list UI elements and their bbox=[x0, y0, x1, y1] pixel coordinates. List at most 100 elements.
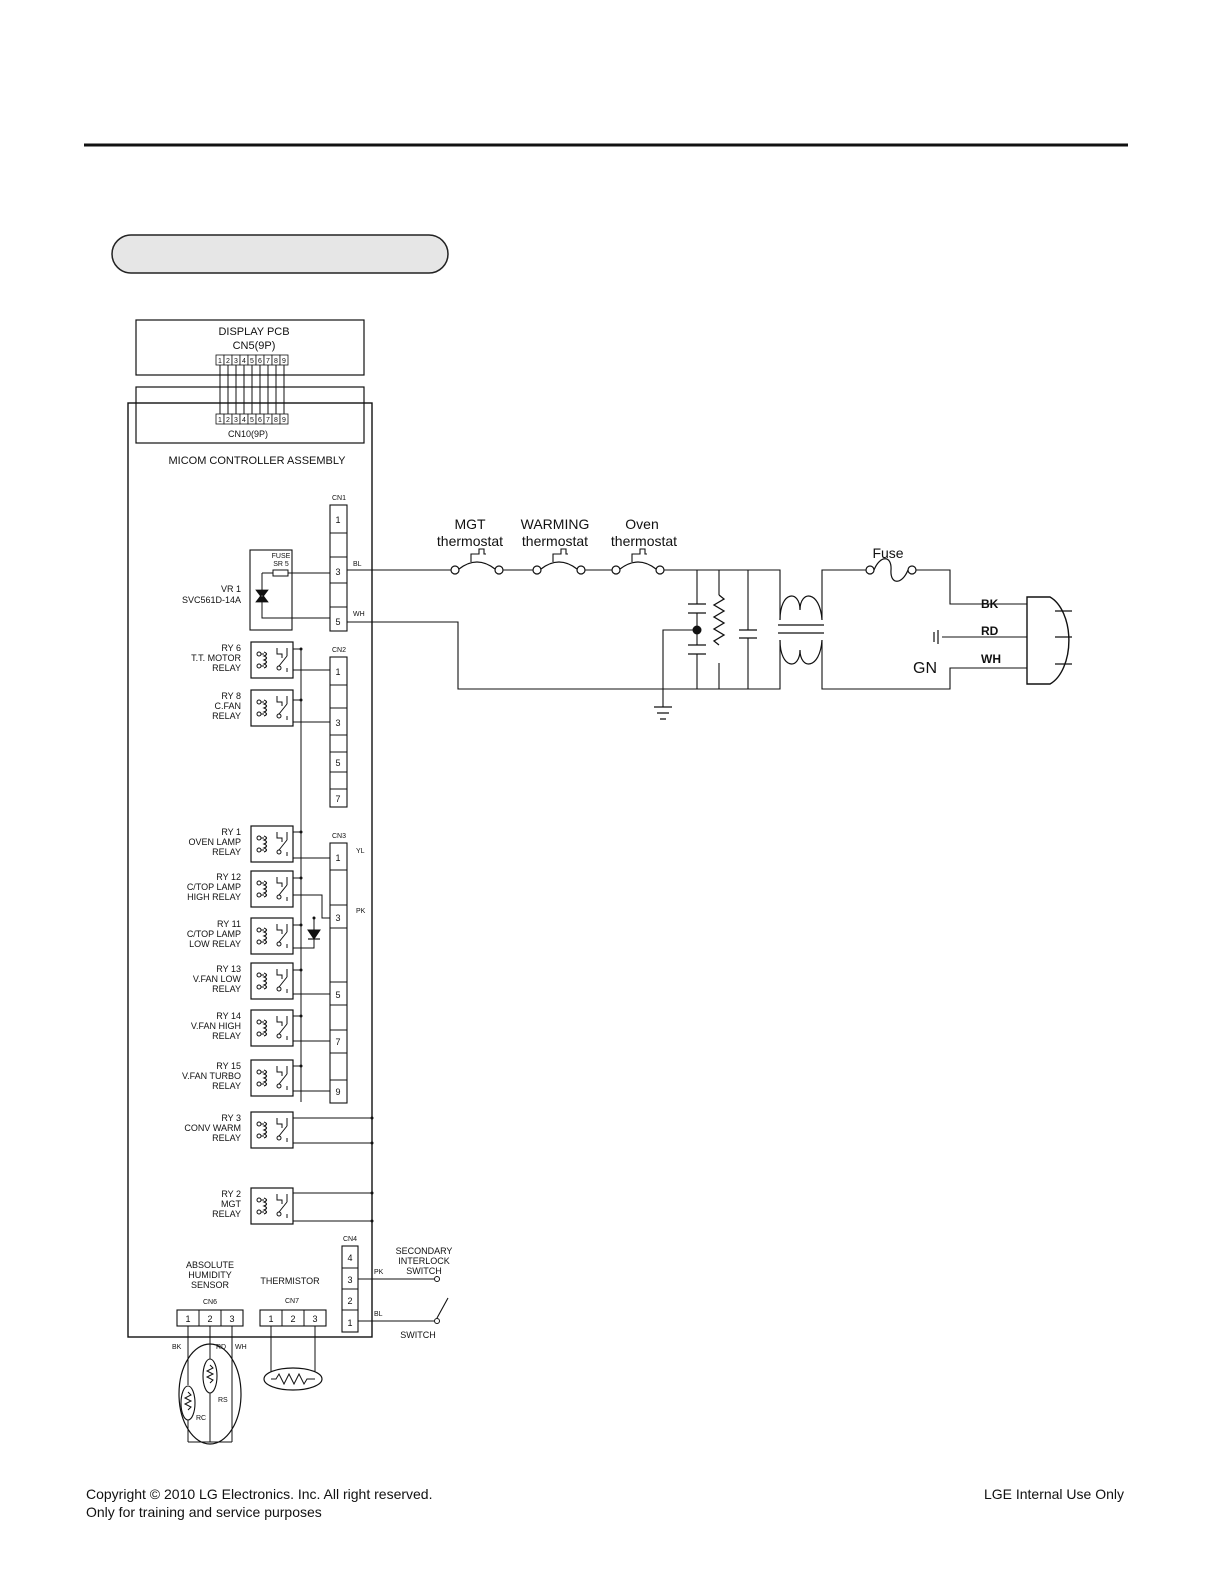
noise-filter bbox=[654, 594, 757, 720]
oven-thermostat-icon bbox=[611, 548, 665, 575]
relay-label: C/TOP LAMP bbox=[187, 929, 241, 939]
cn7-label: CN7 bbox=[285, 1298, 299, 1305]
cn6-pin: 2 bbox=[207, 1314, 212, 1324]
cn10-pin-number: 5 bbox=[250, 417, 254, 424]
cn2-label: CN2 bbox=[332, 647, 346, 654]
relay-label: RY 14 bbox=[216, 1011, 241, 1021]
cn4-pin: 4 bbox=[347, 1253, 352, 1263]
relay-label: RY 6 bbox=[221, 643, 241, 653]
plug-gn-label: GN bbox=[913, 660, 937, 677]
cn10-pin-number: 7 bbox=[266, 417, 270, 424]
diode-symbol bbox=[307, 929, 321, 940]
relay-icon bbox=[250, 962, 294, 1000]
cn3-pin: 3 bbox=[335, 913, 340, 923]
oven-thermostat-label2: thermostat bbox=[611, 533, 677, 549]
cn3-pin: 7 bbox=[335, 1037, 340, 1047]
mgt-thermostat-icon bbox=[450, 548, 504, 575]
wire-color-yl: YL bbox=[356, 848, 365, 855]
secondary-interlock-switch-contact bbox=[434, 1276, 440, 1282]
cn5-pin-number: 2 bbox=[226, 358, 230, 365]
relay-label: RY 1 bbox=[221, 827, 241, 837]
oven-thermostat-label1: Oven bbox=[625, 516, 658, 532]
cn4-pin: 3 bbox=[347, 1275, 352, 1285]
cn7-pin: 3 bbox=[312, 1314, 317, 1324]
relay-icon bbox=[250, 1059, 294, 1097]
cn5-pin-number: 3 bbox=[234, 358, 238, 365]
cn10-label: CN10(9P) bbox=[228, 429, 268, 439]
relay-label: V.FAN TURBO bbox=[182, 1071, 241, 1081]
section-pill bbox=[111, 234, 449, 274]
humidity-sensor-line2: HUMIDITY bbox=[188, 1270, 232, 1280]
wire-color-wh: WH bbox=[353, 611, 365, 618]
footer-copyright: Copyright © 2010 LG Electronics. Inc. Al… bbox=[86, 1486, 433, 1502]
switch-label: SWITCH bbox=[400, 1330, 436, 1340]
cn5-pin-number: 9 bbox=[282, 358, 286, 365]
sensor-wire-bk: BK bbox=[172, 1344, 182, 1351]
mgt-thermostat-label1: MGT bbox=[454, 516, 486, 532]
cn10-pin-number: 4 bbox=[242, 417, 246, 424]
fuse-block-line2: SR 5 bbox=[273, 561, 289, 568]
secondary-switch-line3: SWITCH bbox=[406, 1266, 442, 1276]
cn2-connector bbox=[329, 656, 348, 808]
cn10-pin-number: 6 bbox=[258, 417, 262, 424]
cn5-pin-number: 7 bbox=[266, 358, 270, 365]
relay-icon bbox=[250, 641, 294, 679]
cn4-label: CN4 bbox=[343, 1236, 357, 1243]
relay-icon bbox=[250, 917, 294, 955]
secondary-switch-line1: SECONDARY bbox=[396, 1246, 453, 1256]
relay-label: V.FAN HIGH bbox=[191, 1021, 241, 1031]
varistor-symbol bbox=[255, 589, 269, 603]
cn10-pin-number: 1 bbox=[218, 417, 222, 424]
cn2-pin: 5 bbox=[335, 758, 340, 768]
cn2-pin: 1 bbox=[335, 667, 340, 677]
relay-icon bbox=[250, 1187, 294, 1225]
choke-coil-icon bbox=[778, 595, 824, 665]
cn5-pin-number: 4 bbox=[242, 358, 246, 365]
display-pcb-connector: CN5(9P) bbox=[233, 340, 276, 352]
secondary-switch-line2: INTERLOCK bbox=[398, 1256, 450, 1266]
thermistor-icon bbox=[263, 1367, 323, 1391]
warming-thermostat-label2: thermostat bbox=[522, 533, 588, 549]
display-pcb-box bbox=[135, 319, 365, 376]
relay-label: HIGH RELAY bbox=[187, 892, 241, 902]
relay-label: RELAY bbox=[212, 1031, 241, 1041]
relay-label: RY 11 bbox=[217, 919, 241, 929]
footer-purpose: Only for training and service purposes bbox=[86, 1504, 322, 1520]
relay-label: RY 12 bbox=[216, 872, 241, 882]
humidity-sensor-line3: SENSOR bbox=[191, 1280, 230, 1290]
power-plug-icon bbox=[1026, 596, 1070, 685]
wire-junctions bbox=[299, 647, 374, 1223]
relay-label: RY 2 bbox=[221, 1189, 241, 1199]
relay-label: RELAY bbox=[212, 663, 241, 673]
relay-icon bbox=[250, 1111, 294, 1149]
mains-wiring bbox=[347, 569, 1072, 707]
relay-icon bbox=[250, 870, 294, 908]
relay-label: T.T. MOTOR bbox=[191, 653, 241, 663]
fuse-block-line1: FUSE bbox=[272, 553, 291, 560]
rc-label: RC bbox=[196, 1415, 206, 1422]
cn3-pin: 5 bbox=[335, 990, 340, 1000]
cn4-pin: 1 bbox=[347, 1318, 352, 1328]
switch-contact bbox=[434, 1318, 440, 1324]
footer-internal: LGE Internal Use Only bbox=[983, 1486, 1124, 1502]
cn5-pin-number: 5 bbox=[250, 358, 254, 365]
relay-label: RY 15 bbox=[216, 1061, 241, 1071]
cn7-pin: 2 bbox=[290, 1314, 295, 1324]
fuse-label: Fuse bbox=[872, 545, 903, 561]
display-pcb-title: DISPLAY PCB bbox=[218, 326, 289, 338]
relay-label: RELAY bbox=[212, 847, 241, 857]
relay-icon bbox=[250, 1009, 294, 1047]
cn4-pin: 2 bbox=[347, 1296, 352, 1306]
cn1-pin: 3 bbox=[335, 567, 340, 577]
plug-bk-label: BK bbox=[981, 597, 999, 611]
cn1-pin: 5 bbox=[335, 617, 340, 627]
cn7-connector bbox=[259, 1309, 327, 1327]
thermistor-label: THERMISTOR bbox=[260, 1276, 320, 1286]
plug-wh-label: WH bbox=[981, 652, 1001, 666]
ground-symbol-icon bbox=[933, 630, 939, 644]
controller-title: MICOM CONTROLLER ASSEMBLY bbox=[168, 455, 346, 467]
warming-thermostat-icon bbox=[532, 548, 586, 575]
relay-icon bbox=[250, 689, 294, 727]
